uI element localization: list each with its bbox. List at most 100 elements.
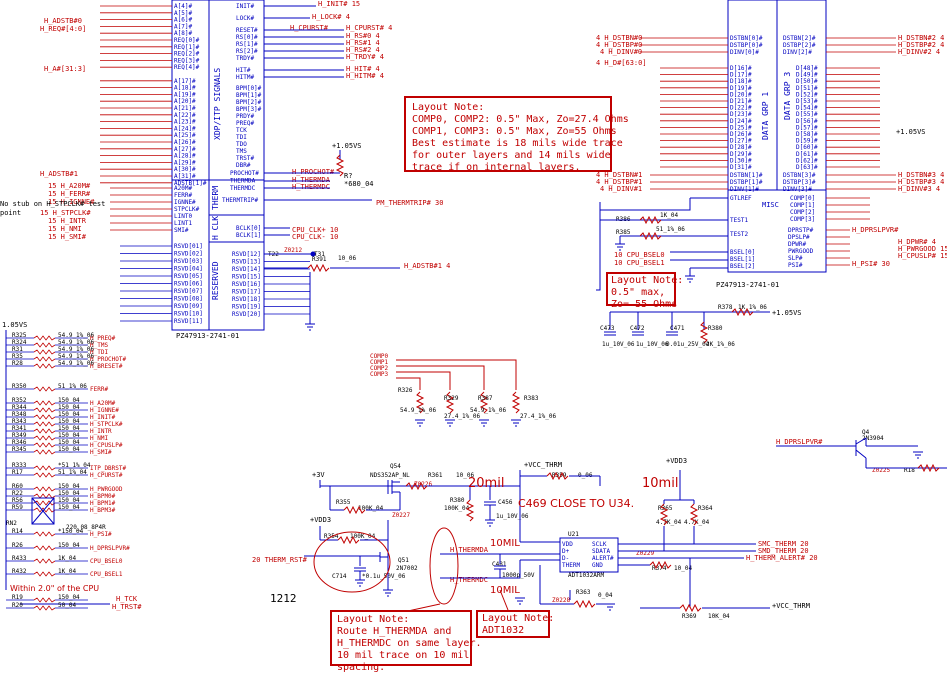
- sig-comp2: COMP2: [370, 365, 388, 372]
- data-pin-label: D[22]#: [730, 105, 752, 112]
- sig-h-thermda-b: H_THERMDA: [450, 546, 489, 554]
- rsvd-pin-label-right: RSVD[13]: [232, 259, 261, 266]
- sig-h-rs2: H_RS#2 4: [346, 46, 380, 54]
- therm-pin-label: THERMDC: [230, 185, 256, 192]
- left-pin-label: A[28]#: [174, 153, 196, 160]
- left-pin-label: ADSTB[1]#: [174, 180, 207, 187]
- sig-h-trst: H_TRST#: [112, 603, 142, 611]
- sig-z0227: Z0227: [392, 512, 410, 519]
- data-pin-label-right: D[52]#: [796, 91, 818, 98]
- data-pin-label: D[24]#: [730, 118, 752, 125]
- bank-value: 54.9_1%_06: [58, 346, 95, 353]
- sig-r355v: 100K_04: [358, 505, 384, 512]
- bank-ref: R26: [12, 542, 23, 549]
- rsvd-pin-label-right: RSVD[17]: [232, 289, 261, 296]
- bank-signal: CPU_BSEL1: [90, 571, 123, 578]
- sig-h-adstb-r: H_ADSTB#1 4: [404, 262, 450, 270]
- sig-r378: R378: [718, 304, 733, 311]
- sig-r365: R365: [658, 505, 673, 512]
- sig-h-rs0: H_RS#0 4: [346, 32, 380, 40]
- strobe3-pin-label: DSTBN[3]#: [783, 172, 816, 179]
- bank-ref: R20: [12, 602, 23, 609]
- sig-c473v: 1u_10V_06: [602, 341, 635, 348]
- sig-r354v: 100K_04: [350, 533, 376, 540]
- note-thermda-line: spacing.: [337, 662, 386, 673]
- data-pin-label-right: D[54]#: [796, 105, 818, 112]
- strobe-pin-label: DSTBN[0]#: [730, 35, 763, 42]
- sig-h-dinv0: 4 H_DINV#0: [600, 48, 642, 56]
- therm-pin-label: THERMDA: [230, 178, 256, 185]
- sig-v105-r: +1.05VS: [896, 128, 926, 136]
- sig-h-dstbn3: H_DSTBN#3 4: [898, 171, 944, 179]
- sig-v105-l: +1.05VS: [332, 142, 362, 150]
- left-pin-label: A[7]#: [174, 23, 192, 30]
- sig-comp1: COMP1: [370, 359, 388, 366]
- left-pin-label: A[19]#: [174, 91, 196, 98]
- sig-h-dstbn0: 4 H_DSTBN#0: [596, 34, 642, 42]
- bank-resistor: [33, 472, 56, 478]
- sig-r380v: 2K_1%_06: [706, 341, 735, 348]
- sig-r391: R391: [312, 256, 327, 263]
- sig-u21: U21: [568, 531, 579, 538]
- rsvd-pin-label: RSVD[09]: [174, 303, 203, 310]
- sig-r361: R361: [428, 472, 443, 479]
- left-pin-label: REQ[3]#: [174, 57, 200, 64]
- note-within: Within 2.0" of the CPU: [10, 584, 100, 593]
- rsvd-pin-label: RSVD[11]: [174, 318, 203, 325]
- sig-r326v: 54.9_1%_06: [400, 407, 437, 414]
- sig-h-a: H_A#[31:3]: [44, 65, 86, 73]
- test-pin-label: TEST2: [730, 231, 748, 238]
- data-pin-label: D[21]#: [730, 98, 752, 105]
- bank-value: 54.9_1%_06: [58, 332, 95, 339]
- left-pin-label-right: PREQ#: [236, 120, 254, 127]
- strobe3-pin-label: DINV[3]#: [783, 186, 812, 193]
- sig-h-thermdc-b: H_THERMDC: [450, 576, 488, 584]
- left-pin-label-right: HIT#: [236, 67, 251, 74]
- sig-r369v: 10K_04: [708, 613, 730, 620]
- bank-value: 1K_04: [58, 568, 76, 575]
- section-therm: THERM: [211, 186, 220, 210]
- bank-value: 54.9_1%_06: [58, 339, 95, 346]
- sig-r383v: 27.4_1%_06: [520, 413, 557, 420]
- sig-h-hitm: H_HITM# 4: [346, 72, 384, 80]
- sig-q4v: 2N3904: [862, 435, 884, 442]
- rsvd-pin-label-right: RSVD[19]: [232, 304, 261, 311]
- sig-r387: R387: [478, 395, 493, 402]
- rsvd-pin-label-right: RSVD[20]: [232, 311, 261, 318]
- sig-h-cpurst4: H_CPURST# 4: [346, 24, 392, 32]
- sig-r385: R385: [616, 229, 631, 236]
- rsvd-pin-label: RSVD[01]: [174, 243, 203, 250]
- bsel-pin-label: BSEL[0]: [730, 249, 755, 256]
- sig-pm-thermtrip: PM_THERMTRIP# 30: [376, 199, 443, 207]
- rsvd-pin-label-right: RSVD[14]: [232, 266, 261, 273]
- sig-r329: R329: [444, 395, 459, 402]
- data-pin-label-right: D[49]#: [796, 72, 818, 79]
- note-1212: 1212: [270, 592, 297, 605]
- sig-c471: C471: [670, 325, 685, 332]
- left-pin-label: REQ[0]#: [174, 37, 200, 44]
- rsvd-pin-label-right: RSVD[18]: [232, 296, 261, 303]
- note-thermda-line: Route H_THERMDA and: [337, 626, 452, 637]
- ctrl-pin-label: PSI#: [788, 262, 803, 269]
- bank-resistor: [33, 335, 56, 341]
- bank-value: 150_04: [58, 497, 80, 504]
- left-pin-label-right: BPM[3]#: [236, 106, 262, 113]
- bsel-pin-label: BSEL[1]: [730, 256, 755, 263]
- sig-r391v: 10_06: [338, 255, 356, 262]
- sig-r380: R380: [708, 325, 723, 332]
- sig-v3: +3V: [312, 471, 325, 479]
- layout-note-thermda: Layout Note: Route H_THERMDA and H_THERM…: [330, 610, 482, 673]
- note-comp-line: COMP1, COMP3: 0.5" Max, Zo=55 Ohms: [412, 126, 617, 137]
- sig-z0212: Z0212: [284, 247, 302, 254]
- bclk-pin-label: BCLK[1]: [236, 232, 261, 239]
- left-pin-label-right: TRDY#: [236, 55, 254, 62]
- sig-therm-rst: 20 THERM_RST#: [252, 556, 308, 564]
- left-pin-label: A[31]#: [174, 173, 196, 180]
- bank-ref: R19: [12, 594, 23, 601]
- sig-r355: R355: [336, 499, 351, 506]
- sig-h-tck: H_TCK: [116, 595, 138, 603]
- bank-resistor: [33, 428, 56, 434]
- sig-h-smi: 15 H_SMI#: [48, 233, 87, 241]
- bank-value: 150_04: [58, 542, 80, 549]
- sig-h-dinv2: H_DINV#2 4: [898, 48, 940, 56]
